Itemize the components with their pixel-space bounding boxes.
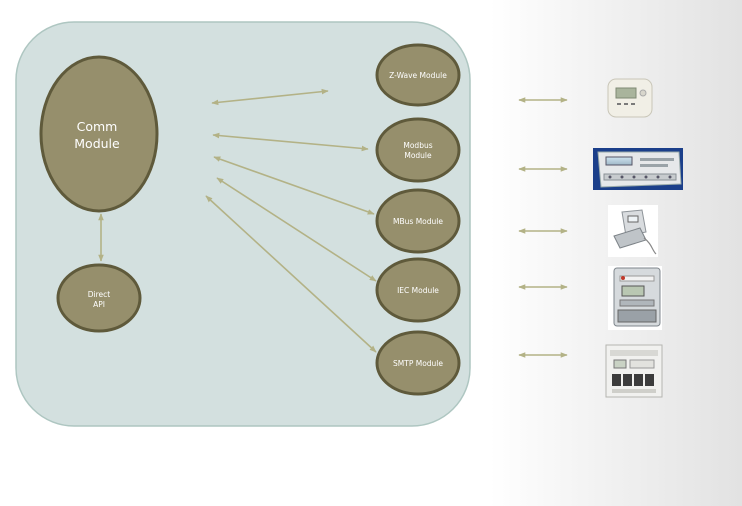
thermostat-icon xyxy=(607,78,653,118)
module-zwave-label: Z-Wave Module xyxy=(389,71,447,80)
module-modbus-label-line2: Module xyxy=(404,151,432,160)
mbus-meter-icon xyxy=(608,205,658,257)
module-mbus-label: MBus Module xyxy=(393,217,443,226)
module-smtp-node: SMTP Module xyxy=(375,330,461,396)
electricity-meter-icon xyxy=(608,266,662,330)
module-mbus-node: MBus Module xyxy=(375,188,461,254)
comm-module-node: Comm Module xyxy=(39,55,159,213)
module-zwave-node: Z-Wave Module xyxy=(375,43,461,107)
comm-module-label-line2: Module xyxy=(74,136,120,151)
arrow-comm-modbus xyxy=(212,132,369,152)
din-rail-meter-icon xyxy=(605,344,663,398)
module-modbus-node: Modbus Module xyxy=(375,117,461,183)
module-smtp-label: SMTP Module xyxy=(393,359,443,368)
modbus-controller-icon xyxy=(593,148,683,190)
direct-api-node: Direct API xyxy=(56,263,142,333)
internal-connectors xyxy=(98,88,377,353)
external-connectors xyxy=(518,97,568,358)
comm-module-label-line1: Comm xyxy=(77,119,118,134)
arrow-comm-zwave xyxy=(211,88,329,106)
direct-api-label-line1: Direct xyxy=(88,290,111,299)
module-iec-label: IEC Module xyxy=(397,286,439,295)
arrow-comm-smtp xyxy=(205,195,377,353)
direct-api-label-line2: API xyxy=(93,300,105,309)
module-modbus-label-line1: Modbus xyxy=(403,141,432,150)
module-iec-node: IEC Module xyxy=(375,257,461,323)
